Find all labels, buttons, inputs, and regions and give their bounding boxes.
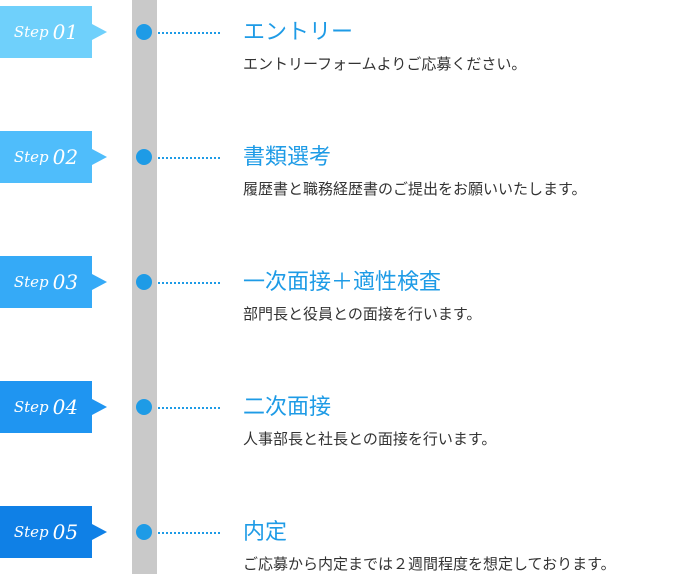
timeline-dot-icon xyxy=(136,399,152,415)
step-badge: Step 03 xyxy=(0,256,92,308)
step-badge: Step 04 xyxy=(0,381,92,433)
dotted-connector xyxy=(158,282,220,284)
step-description: 部門長と役員との面接を行います。 xyxy=(243,305,482,323)
step-badge-number: 05 xyxy=(52,520,79,544)
badge-arrow-icon xyxy=(92,149,107,165)
step-title: 二次面接 xyxy=(243,395,332,420)
step-02: Step 02 書類選考 履歴書と職務経歴書のご提出をお願いいたします。 xyxy=(0,125,698,205)
badge-arrow-icon xyxy=(92,399,107,415)
step-badge-label: Step xyxy=(13,148,49,166)
step-badge-label: Step xyxy=(13,398,49,416)
step-title: 一次面接＋適性検査 xyxy=(243,270,442,295)
step-title: 書類選考 xyxy=(243,145,332,170)
step-description: 人事部長と社長との面接を行います。 xyxy=(243,430,497,448)
badge-arrow-icon xyxy=(92,524,107,540)
step-04: Step 04 二次面接 人事部長と社長との面接を行います。 xyxy=(0,375,698,455)
dotted-connector xyxy=(158,532,220,534)
timeline-dot-icon xyxy=(136,274,152,290)
step-badge: Step 05 xyxy=(0,506,92,558)
timeline-dot-icon xyxy=(136,524,152,540)
step-badge: Step 01 xyxy=(0,6,92,58)
step-badge-label: Step xyxy=(13,273,49,291)
step-05: Step 05 内定 ご応募から内定までは２週間程度を想定しております。 xyxy=(0,500,698,580)
step-01: Step 01 エントリー エントリーフォームよりご応募ください。 xyxy=(0,0,698,80)
step-title: エントリー xyxy=(243,20,354,45)
step-03: Step 03 一次面接＋適性検査 部門長と役員との面接を行います。 xyxy=(0,250,698,330)
step-badge-label: Step xyxy=(13,23,49,41)
step-title: 内定 xyxy=(243,520,288,545)
step-badge: Step 02 xyxy=(0,131,92,183)
step-badge-label: Step xyxy=(13,523,49,541)
step-description: ご応募から内定までは２週間程度を想定しております。 xyxy=(243,555,616,573)
step-badge-number: 03 xyxy=(52,270,79,294)
step-badge-number: 01 xyxy=(52,20,79,44)
dotted-connector xyxy=(158,32,220,34)
step-badge-number: 04 xyxy=(52,395,79,419)
dotted-connector xyxy=(158,157,220,159)
timeline-dot-icon xyxy=(136,24,152,40)
badge-arrow-icon xyxy=(92,274,107,290)
badge-arrow-icon xyxy=(92,24,107,40)
step-description: 履歴書と職務経歴書のご提出をお願いいたします。 xyxy=(243,180,587,198)
step-description: エントリーフォームよりご応募ください。 xyxy=(243,55,527,73)
dotted-connector xyxy=(158,407,220,409)
step-badge-number: 02 xyxy=(52,145,79,169)
timeline-dot-icon xyxy=(136,149,152,165)
